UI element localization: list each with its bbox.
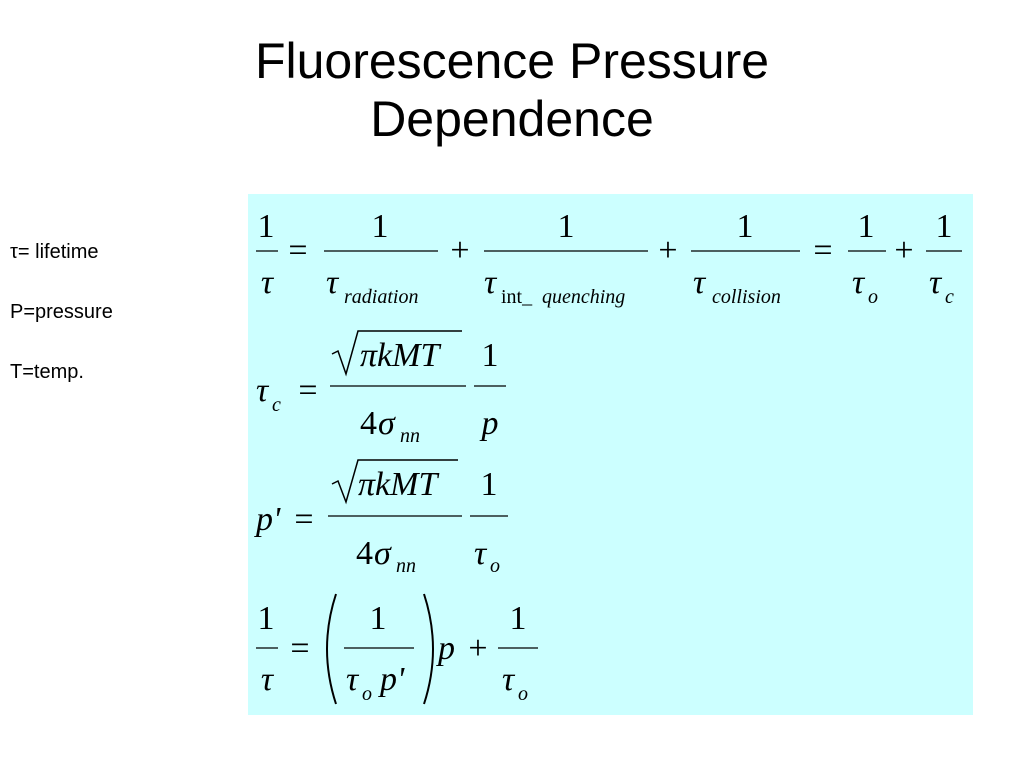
eq1-tau-c-tau: τ [929,264,943,301]
eq3-denominator-coefficient: 4 [356,535,373,572]
eq1-quenching-tau: τ [484,264,498,301]
title-line-1: Fluorescence Pressure [254,33,770,89]
eq3-tau-subscript: o [490,555,500,577]
eq1-equals-2: = [813,232,832,269]
eq2-second-numerator: 1 [482,337,499,374]
eq4-inner-numerator: 1 [370,600,387,637]
eq2-tau: τ [256,372,270,409]
eq2-sigma: σ [378,405,396,442]
eq1-radiation-numerator: 1 [372,208,389,245]
eq1-plus-3: + [894,232,913,269]
eq2-tau-subscript: c [272,394,281,416]
eq4-rhs-tau-subscript: o [518,683,528,705]
eq4-rhs-tau: τ [502,661,516,698]
eq1-tau-o-numerator: 1 [858,208,875,245]
eq2-sigma-subscript: nn [400,425,420,447]
eq1-numerator: 1 [258,208,275,245]
equations-canvas: 1 τ = 1 τ radiation + 1 τ int_ quenching… [254,208,962,705]
equation-stern-volmer: 1 τ = 1 τ o p' p + 1 τ o [256,593,538,705]
eq4-inner-tau: τ [346,661,360,698]
variable-legend: τ= lifetime P=pressure T=temp. [10,238,113,418]
equations-box: 1 τ = 1 τ radiation + 1 τ int_ quenching… [248,194,973,715]
eq2-sqrt-sign [331,330,462,377]
eq4-rhs-numerator: 1 [510,600,527,637]
eq2-numerator: πkMT [360,337,441,374]
eq3-sigma: σ [374,535,392,572]
eq1-collision-subscript: collision [712,286,781,308]
eq3-second-numerator: 1 [481,466,498,503]
eq4-inner-p-prime: p' [378,661,405,698]
title-line-2: Dependence [370,91,654,147]
eq3-lhs: p' [254,501,281,538]
eq4-lhs-tau: τ [261,661,275,698]
legend-item-temperature: T=temp. [10,361,84,383]
eq3-equals: = [294,501,313,538]
equation-collision-time: τ c = πkMT 4 σ nn 1 p [256,330,506,447]
eq1-plus-2: + [658,232,677,269]
eq1-tau-c-numerator: 1 [936,208,953,245]
eq4-p: p [436,630,455,667]
eq1-tau-c-subscript: c [945,286,954,308]
eq1-radiation-subscript: radiation [344,286,418,308]
eq1-int-subscript: int_ [501,286,533,308]
eq1-equals-1: = [288,232,307,269]
eq1-quenching-numerator: 1 [558,208,575,245]
eq1-tau-o-tau: τ [852,264,866,301]
eq1-collision-numerator: 1 [737,208,754,245]
eq3-sqrt-sign [331,459,458,505]
eq3-numerator: πkMT [358,466,439,503]
eq1-radiation-tau: τ [326,264,340,301]
eq2-p: p [480,405,499,442]
eq3-tau: τ [474,535,488,572]
legend-item-pressure: P=pressure [10,301,113,323]
eq1-plus-1: + [450,232,469,269]
equation-lifetime-sum: 1 τ = 1 τ radiation + 1 τ int_ quenching… [256,208,962,308]
equation-characteristic-pressure: p' = πkMT 4 σ nn 1 τ o [254,459,508,577]
eq2-denominator-coefficient: 4 [360,405,377,442]
eq2-equals: = [298,372,317,409]
eq4-right-paren [423,593,434,705]
eq1-tau-o-subscript: o [868,286,878,308]
eq4-lhs-numerator: 1 [258,600,275,637]
eq1-quenching-subscript: quenching [542,286,625,308]
eq4-inner-tau-subscript: o [362,683,372,705]
eq1-tau: τ [261,264,275,301]
legend-item-lifetime: τ= lifetime [10,241,99,263]
eq4-equals: = [290,630,309,667]
eq4-plus: + [468,630,487,667]
slide-title: Fluorescence Pressure Dependence [0,32,1024,148]
eq3-sigma-subscript: nn [396,555,416,577]
eq4-left-paren [326,593,337,705]
eq1-collision-tau: τ [693,264,707,301]
